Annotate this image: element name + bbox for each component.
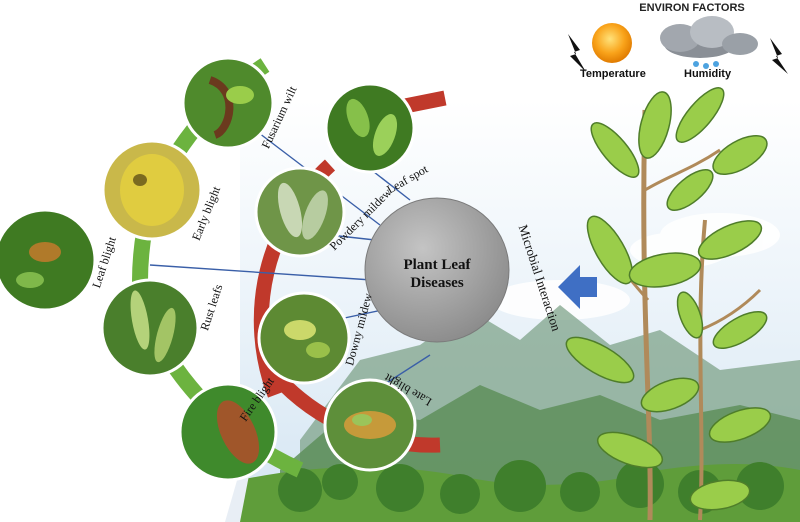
left-arrow-icon [558, 265, 597, 309]
sun-icon [592, 23, 632, 63]
early-blight-image [101, 139, 203, 241]
environ-factors-title: ENVIRON FACTORS [639, 2, 745, 14]
rust-leafs-image [100, 278, 200, 378]
downy-mildew-image [257, 291, 351, 385]
powdery-mildew-image [254, 166, 346, 258]
center-title-line2: Diseases [410, 275, 464, 291]
lightning-right-icon [770, 38, 788, 74]
center-title-line1: Plant Leaf [403, 257, 471, 273]
center-circle [364, 197, 510, 343]
late-blight-image [323, 378, 417, 472]
trees-foreground [278, 460, 784, 514]
raindrops-icon [693, 61, 719, 69]
cloud-icon [660, 16, 758, 58]
environ-factors [568, 16, 788, 74]
fire-blight-image [178, 382, 278, 482]
center-title: Plant Leaf Diseases [385, 256, 489, 292]
leaf-blight-image [0, 208, 97, 312]
red-arc-top [403, 90, 447, 114]
leaf-spot-image [324, 82, 416, 174]
road [225, 470, 250, 522]
plant-illustration [565, 87, 772, 521]
humidity-label: Humidity [684, 68, 732, 80]
temperature-label: Temperature [580, 68, 646, 80]
lightning-left-icon [568, 34, 586, 72]
fusarium-wilt-image [181, 56, 275, 150]
